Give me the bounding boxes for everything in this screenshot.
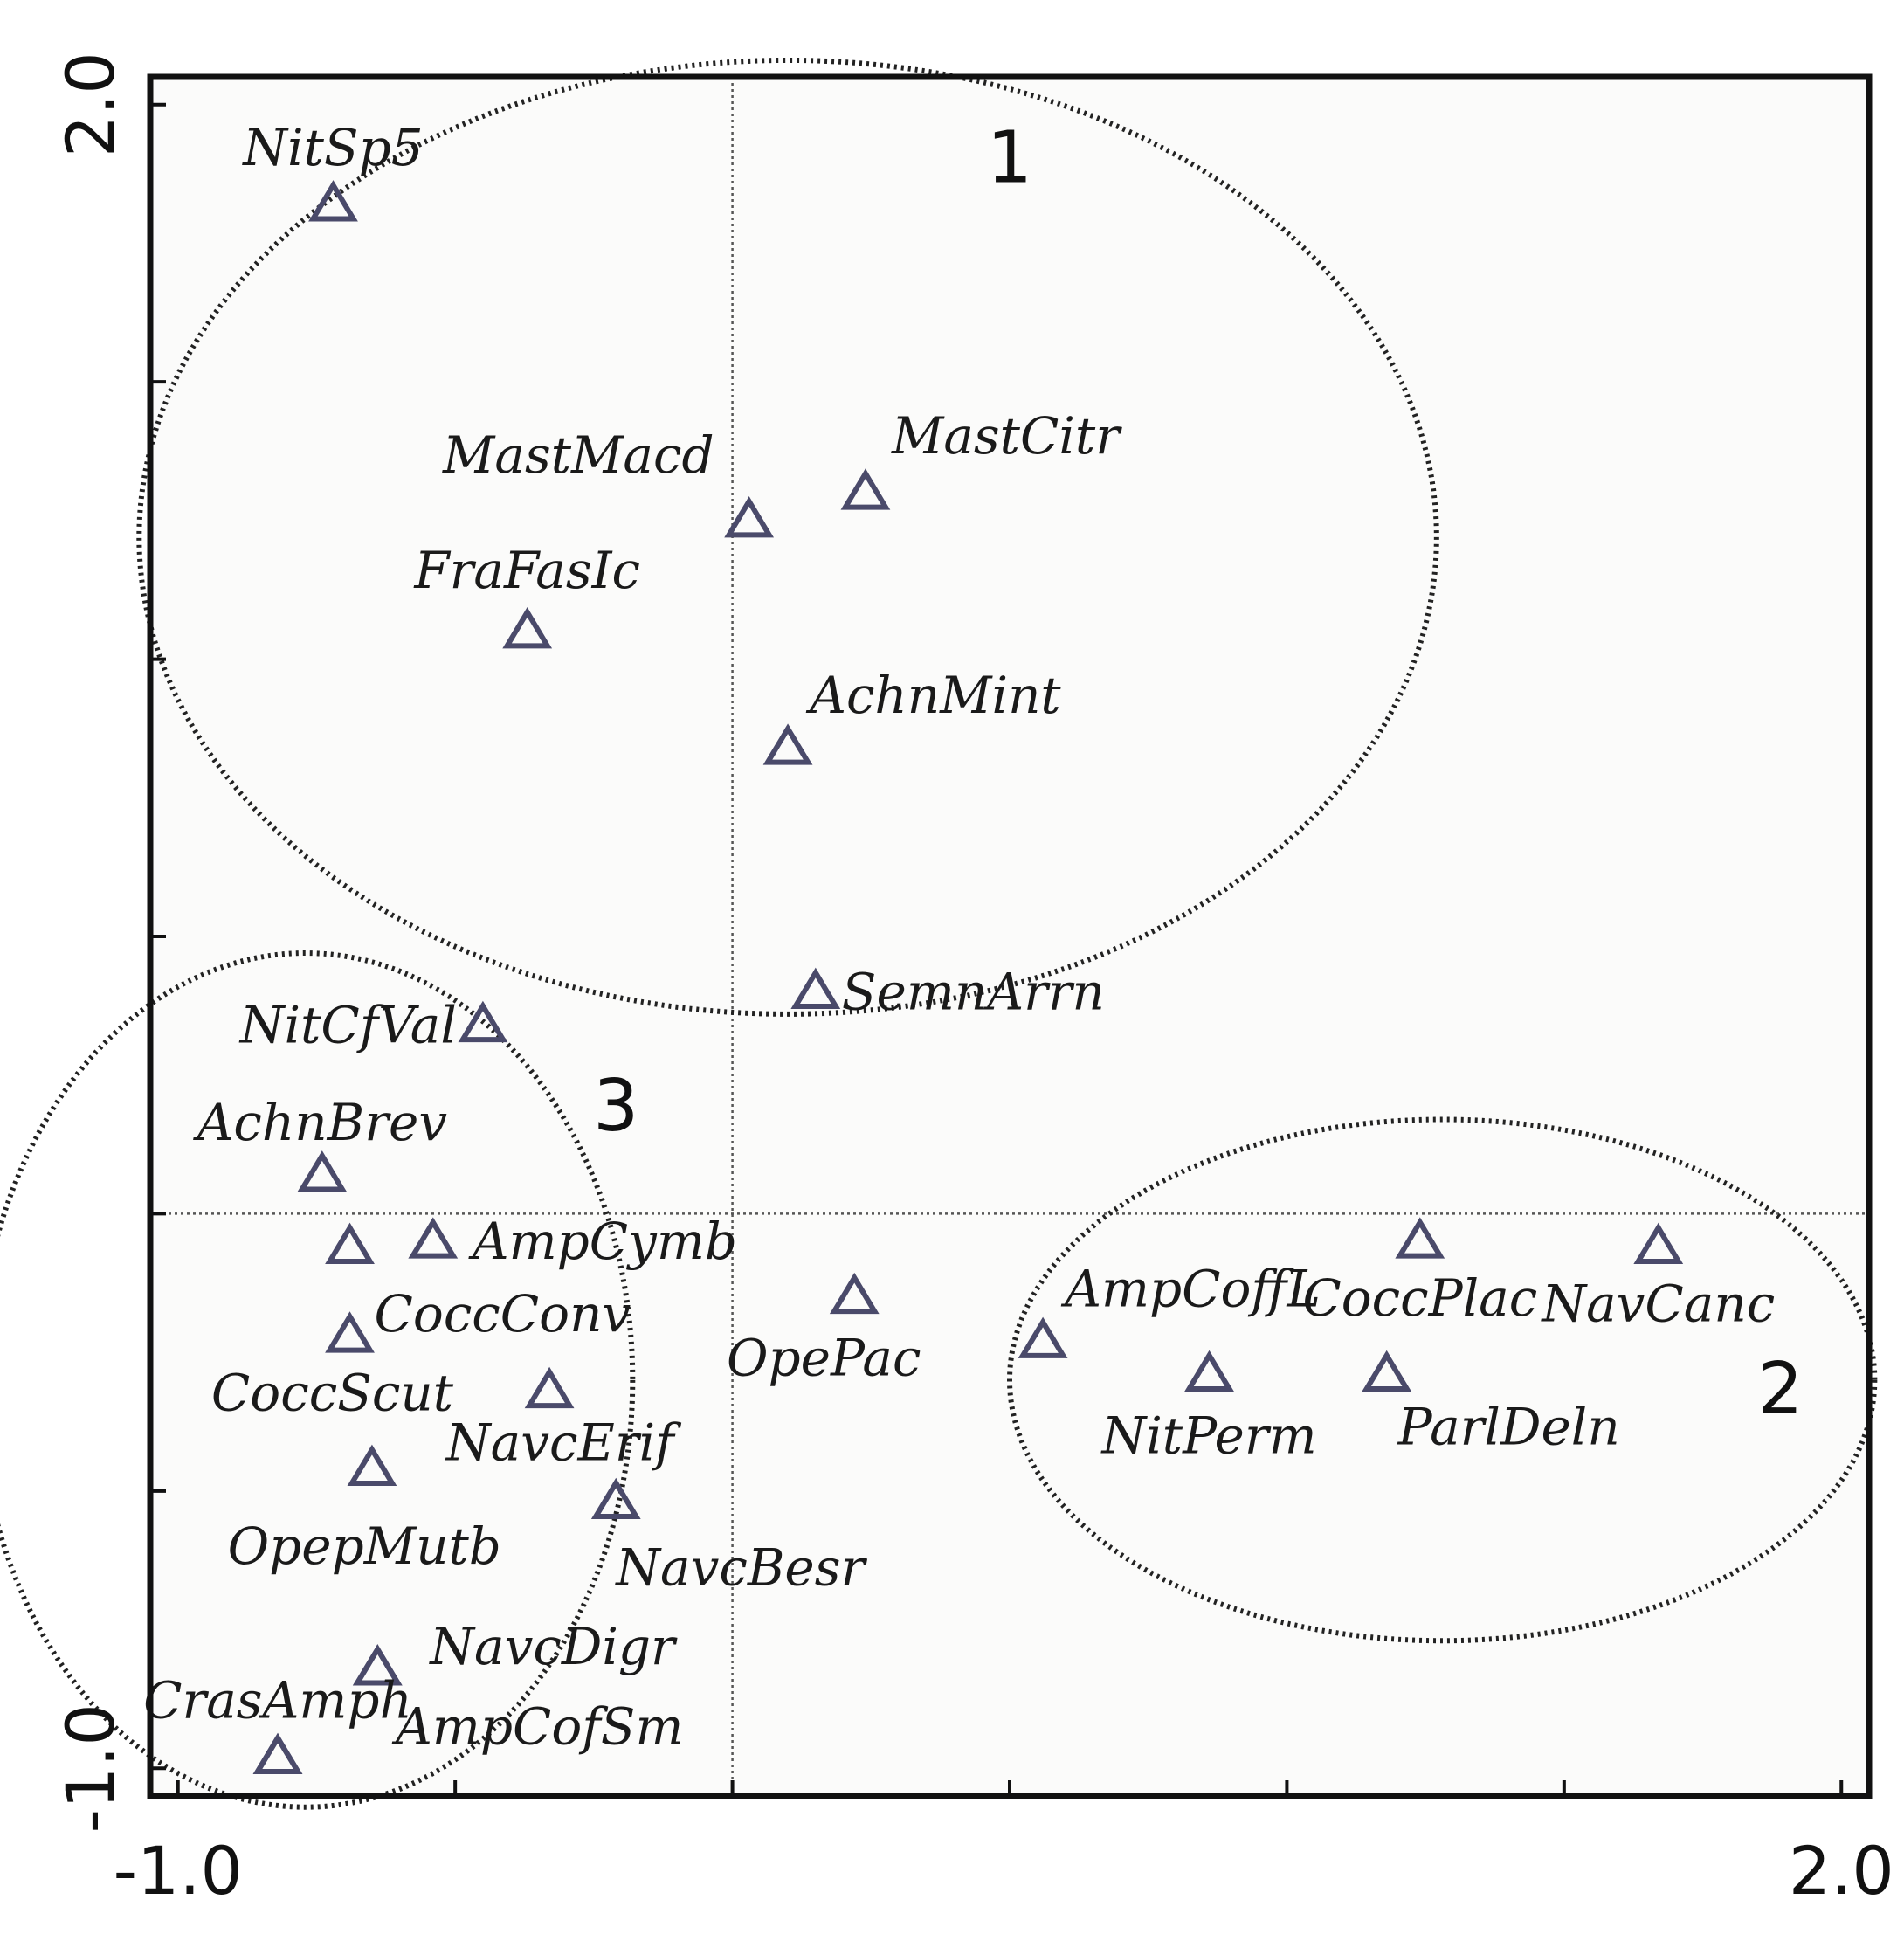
point-marker-AchnBrev [297, 1150, 348, 1192]
point-marker-CoccScut [524, 1366, 575, 1409]
point-label-NitCfVal: NitCfVal [238, 996, 457, 1055]
point-label-NavcBesr: NavcBesr [614, 1538, 867, 1598]
group-labels: 1 2 3 [593, 117, 1803, 1431]
point-label-SemnArrn: SemnArrn [842, 962, 1105, 1021]
point-marker-AmpCoffL [1018, 1316, 1068, 1358]
point-marker-ParlDeln [1362, 1350, 1412, 1392]
point-marker-AmpCymb [408, 1217, 459, 1259]
y-tick-label-max: 2.0 [52, 52, 129, 157]
y-tick-label-min: -1.0 [52, 1703, 129, 1833]
point-marker-MastMacd [724, 496, 775, 538]
point-marker-SemnArrn [790, 967, 841, 1009]
point-label-NitPerm: NitPerm [1100, 1406, 1317, 1466]
group-number-3: 3 [593, 1065, 638, 1148]
point-label-NavcErif: NavcErif [445, 1413, 682, 1472]
group-number-2: 2 [1757, 1348, 1803, 1431]
x-tick-label-min: -1.0 [114, 1832, 243, 1910]
point-marker-NitSp5 [308, 180, 358, 222]
data-points [252, 180, 1684, 1775]
point-label-OpepMutb: OpepMutb [228, 1516, 501, 1576]
x-tick-label-max: 2.0 [1789, 1832, 1894, 1910]
point-label-FraFasIc: FraFasIc [413, 541, 640, 600]
point-marker-AmpCofSm [252, 1732, 303, 1775]
group-ellipses [0, 57, 1878, 1810]
point-marker-NavCanc [1633, 1222, 1684, 1265]
group-number-1: 1 [987, 117, 1032, 200]
point-marker-NitCfVal [458, 1000, 508, 1043]
point-label-AchnBrev: AchnBrev [193, 1093, 448, 1152]
point-label-OpePac: OpePac [727, 1329, 921, 1388]
point-marker-NavcBesr [590, 1477, 641, 1520]
point-label-AmpCoffL: AmpCoffL [1060, 1259, 1321, 1318]
point-marker [325, 1222, 375, 1265]
point-label-AchnMint: AchnMint [805, 666, 1061, 725]
point-label-ParlDeln: ParlDeln [1397, 1398, 1620, 1457]
axis-tick-labels: -1.0 2.0 2.0 -1.0 [52, 52, 1894, 1910]
point-marker-OpePac [829, 1272, 880, 1315]
point-marker-NavcErif [347, 1444, 397, 1486]
point-marker-MastCitr [840, 468, 891, 510]
point-marker-FraFasIc [502, 607, 553, 649]
point-label-MastCitr: MastCitr [891, 406, 1122, 466]
plot-frame [147, 73, 1873, 1799]
point-marker-NavcDigr [352, 1644, 403, 1686]
point-label-CoccPlac: CoccPlac [1302, 1268, 1537, 1328]
point-label-AmpCymb: AmpCymb [468, 1212, 737, 1271]
point-label-AmpCofSm: AmpCofSm [391, 1697, 684, 1757]
point-label-MastMacd: MastMacd [442, 425, 714, 485]
point-label-CoccScut: CoccScut [211, 1364, 454, 1423]
point-marker-AchnMint [762, 723, 813, 765]
point-marker-NitPerm [1184, 1350, 1234, 1392]
point-marker-CoccConv [325, 1311, 375, 1353]
reference-lines [150, 77, 1869, 1796]
point-label-NavCanc: NavCanc [1540, 1274, 1775, 1334]
point-label-CoccConv: CoccConv [375, 1284, 631, 1344]
group-ellipse-2 [1007, 1116, 1878, 1644]
point-marker-CoccPlac [1395, 1217, 1445, 1259]
point-label-CrasAmph: CrasAmph [143, 1671, 412, 1730]
point-label-NitSp5: NitSp5 [241, 118, 423, 177]
point-label-NavcDigr: NavcDigr [428, 1617, 678, 1676]
group-ellipse-3 [0, 950, 636, 1810]
group-ellipse-1 [136, 57, 1439, 1017]
